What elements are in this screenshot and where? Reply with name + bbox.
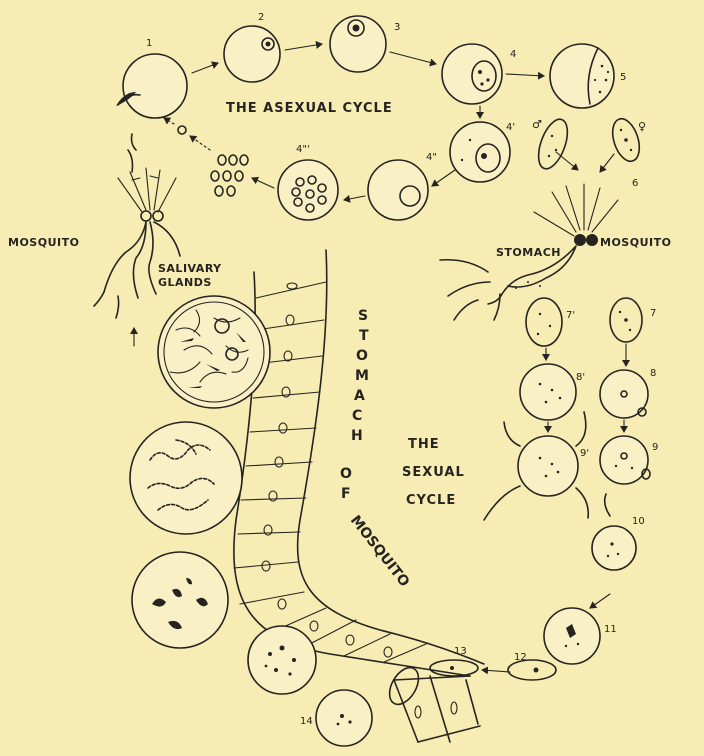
mosquito-left-label: MOSQUITO xyxy=(8,236,79,249)
cell-stage-4: 4 xyxy=(442,44,516,104)
stage-label-1: 1 xyxy=(146,38,152,49)
cell-stage-12: 12 xyxy=(508,652,556,680)
cell-stage-14: 14 xyxy=(300,690,372,746)
cell-stage-7: 7 xyxy=(610,298,656,342)
sexual-cycle: THE SEXUAL CYCLE 7' 7 8' 8 xyxy=(384,298,659,709)
of-letter-2: F xyxy=(341,486,351,502)
free-merozoites xyxy=(178,126,248,196)
stage-label-4: 4 xyxy=(510,49,516,60)
male-symbol: ♂ xyxy=(532,118,542,131)
stomach-of-mosquito-text: S T O M A C H O F MOSQUITO xyxy=(340,308,412,590)
stomach-letter-5: A xyxy=(354,388,365,404)
asexual-cycle-title: THE ASEXUAL CYCLE xyxy=(226,101,393,116)
sexual-cycle-line1: THE xyxy=(408,437,440,452)
stomach-letter-2: T xyxy=(359,328,369,344)
cell-stage-10: 10 xyxy=(592,494,645,570)
stage-label-14: 14 xyxy=(300,716,313,727)
oocyst-stage-circle xyxy=(248,626,316,694)
cell-stage-8: 8 xyxy=(600,368,656,418)
salivary-gland-circle xyxy=(158,296,270,408)
cell-stage-9-prime: 9' xyxy=(484,412,589,520)
salivary-label-line2: GLANDS xyxy=(158,276,212,289)
stage-label-4-prime: 4' xyxy=(506,122,515,133)
stage-label-8-prime: 8' xyxy=(576,372,585,383)
oocyst-sporozoites-circle xyxy=(130,422,242,534)
cell-stage-5: 5 xyxy=(550,44,626,108)
stomach-letter-1: S xyxy=(358,308,368,324)
right-mosquito: MOSQUITO STOMACH xyxy=(440,184,671,320)
mosquito-diagonal-label: MOSQUITO xyxy=(347,513,413,591)
cell-stage-9: 9 xyxy=(600,436,658,484)
stage-label-10: 10 xyxy=(632,516,645,527)
stage-label-3: 3 xyxy=(394,22,400,33)
cell-stage-2: 2 xyxy=(224,12,280,82)
salivary-label-line1: SALIVARY xyxy=(158,262,222,275)
oocyst-early-circle xyxy=(132,552,228,648)
stage-label-7: 7 xyxy=(650,308,656,319)
stage-label-5: 5 xyxy=(620,72,626,83)
cell-stage-11: 11 xyxy=(544,608,617,664)
cell-stage-3: 3 xyxy=(330,16,400,72)
cell-stage-8-prime: 8' xyxy=(520,364,585,420)
stage-label-9-prime: 9' xyxy=(580,448,589,459)
stomach-letter-6: C xyxy=(352,408,362,424)
cell-stage-1: 1 xyxy=(116,38,187,118)
cell-stage-4-prime: 4' xyxy=(450,122,515,182)
of-letter-1: O xyxy=(340,466,352,482)
sexual-cycle-line2: SEXUAL xyxy=(402,465,465,480)
stage-label-4-triple-prime: 4"' xyxy=(296,144,310,155)
sexual-cycle-line3: CYCLE xyxy=(406,493,456,508)
female-symbol: ♀ xyxy=(638,120,647,133)
stage-label-7-prime: 7' xyxy=(566,310,575,321)
stage-label-12: 12 xyxy=(514,652,527,663)
cell-stage-4-double-prime: 4" xyxy=(368,152,437,220)
stomach-letter-3: O xyxy=(356,348,368,364)
stage-label-4-double-prime: 4" xyxy=(426,152,437,163)
stomach-letter-7: H xyxy=(351,428,363,444)
stage-label-6: 6 xyxy=(632,178,638,189)
cell-stage-7-prime: 7' xyxy=(526,298,575,346)
stomach-label: STOMACH xyxy=(496,246,561,259)
mosquito-right-label: MOSQUITO xyxy=(600,236,671,249)
cell-stage-4-triple-prime: 4"' xyxy=(278,144,338,220)
stomach-letter-4: M xyxy=(355,368,369,384)
stage-label-8: 8 xyxy=(650,368,656,379)
stage-label-13: 13 xyxy=(454,646,467,657)
stage-label-2: 2 xyxy=(258,12,264,23)
gametocytes-stage-6: ♂ ♀ 6 xyxy=(532,115,647,189)
stage-label-9: 9 xyxy=(652,442,658,453)
stage-label-11: 11 xyxy=(604,624,617,635)
